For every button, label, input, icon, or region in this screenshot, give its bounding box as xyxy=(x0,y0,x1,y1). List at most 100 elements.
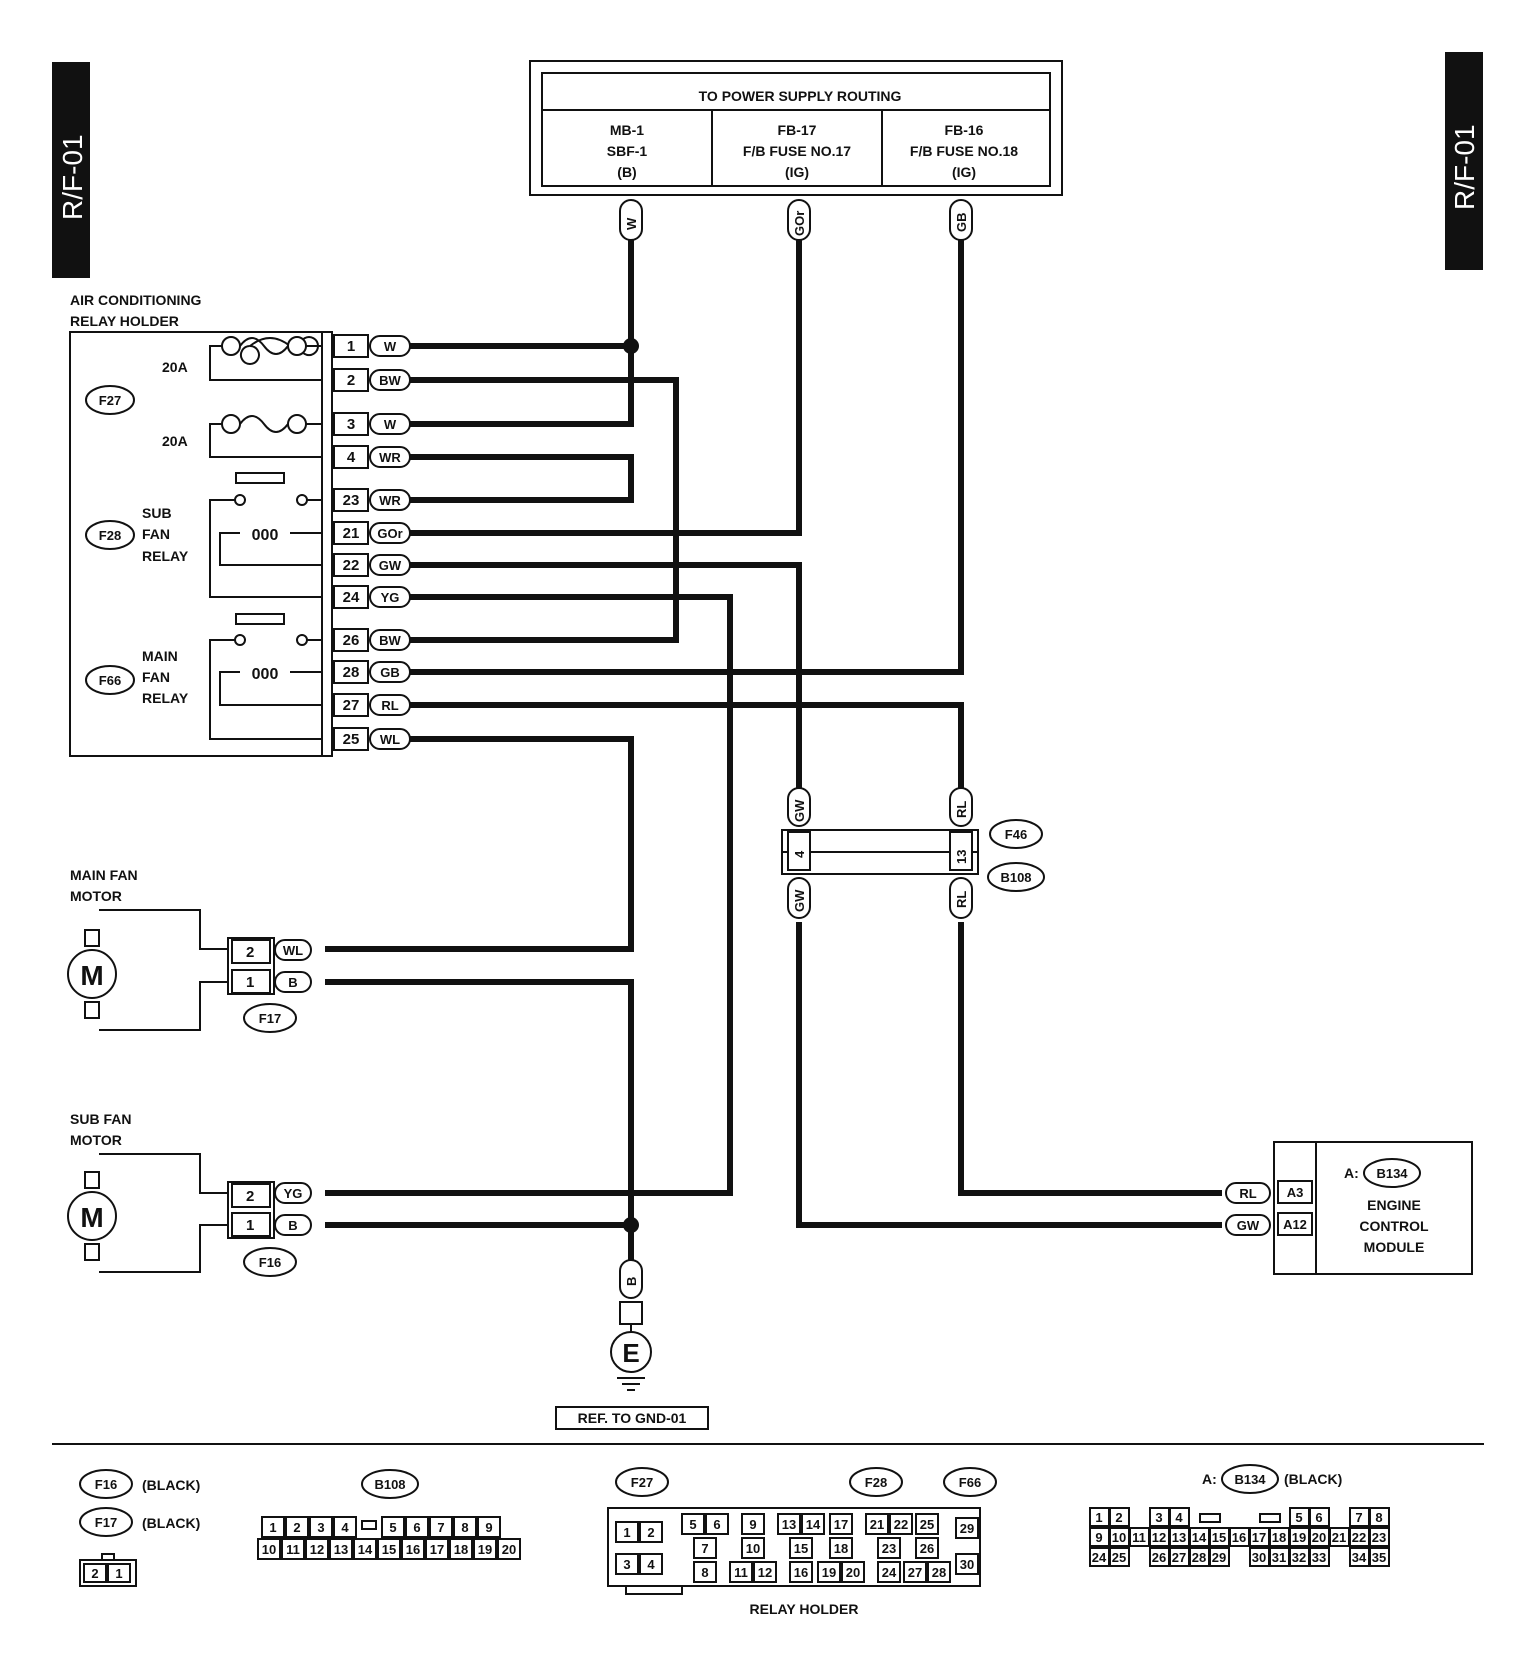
svg-text:13: 13 xyxy=(334,1542,348,1557)
relay-holder-cell: 27 xyxy=(903,1561,927,1583)
svg-text:32: 32 xyxy=(1292,1550,1306,1565)
connector-f17 xyxy=(243,1003,297,1033)
svg-text:1: 1 xyxy=(623,1525,630,1540)
b108-cell: 5 xyxy=(381,1516,405,1538)
relay-holder-cell: 5 xyxy=(681,1513,705,1535)
relay-holder-cell: 25 xyxy=(915,1513,939,1535)
pin-number: 22 xyxy=(343,557,360,574)
b134-cell: 9 xyxy=(1089,1527,1110,1547)
svg-text:B: B xyxy=(624,1277,639,1286)
relay-holder-cell: 13 xyxy=(777,1513,801,1535)
svg-text:5: 5 xyxy=(689,1517,696,1532)
svg-text:12: 12 xyxy=(1152,1530,1166,1545)
svg-text:8: 8 xyxy=(701,1565,708,1580)
svg-text:1: 1 xyxy=(269,1520,276,1535)
page-tag-right: R/F-01 xyxy=(1445,52,1483,270)
svg-text:4: 4 xyxy=(647,1557,655,1572)
relay-holder-cell: 22 xyxy=(889,1513,913,1535)
connector-f28 xyxy=(85,520,135,550)
power-col3-line3: (IG) xyxy=(952,164,976,180)
relay-holder-cell: 24 xyxy=(877,1561,901,1583)
svg-text:24: 24 xyxy=(1092,1550,1107,1565)
svg-text:RL: RL xyxy=(954,801,969,818)
pin-number: 28 xyxy=(343,664,360,681)
b134-cell: 7 xyxy=(1349,1507,1370,1527)
b108-cell: 6 xyxy=(405,1516,429,1538)
svg-text:20: 20 xyxy=(502,1542,516,1557)
b134-cell: 20 xyxy=(1309,1527,1330,1547)
svg-text:RL: RL xyxy=(954,891,969,908)
svg-text:2: 2 xyxy=(246,1188,254,1205)
b108-cell: 1 xyxy=(261,1516,285,1538)
svg-text:ENGINE: ENGINE xyxy=(1367,1197,1421,1213)
svg-text:16: 16 xyxy=(794,1565,808,1580)
ground-reference: REF. TO GND-01 xyxy=(578,1410,687,1426)
svg-text:A3: A3 xyxy=(1287,1185,1304,1200)
svg-text:4: 4 xyxy=(1175,1510,1183,1525)
power-col1-line1: MB-1 xyxy=(610,122,644,138)
svg-text:23: 23 xyxy=(882,1541,896,1556)
wire-color: YG xyxy=(381,590,400,605)
svg-text:A:: A: xyxy=(1202,1471,1217,1487)
svg-text:F66: F66 xyxy=(959,1475,981,1490)
legend-f16-f17: F16 (BLACK) F17 (BLACK) 2 1 xyxy=(79,1469,200,1587)
svg-text:29: 29 xyxy=(1212,1550,1226,1565)
b108-cell: 14 xyxy=(353,1538,377,1560)
svg-text:10: 10 xyxy=(1112,1530,1126,1545)
b108-cell: 8 xyxy=(453,1516,477,1538)
svg-text:RELAY HOLDER: RELAY HOLDER xyxy=(750,1601,859,1617)
svg-text:10: 10 xyxy=(746,1541,760,1556)
relay-holder-title-2: RELAY HOLDER xyxy=(70,313,179,329)
b134-cell: 29 xyxy=(1209,1547,1230,1567)
svg-text:F66: F66 xyxy=(99,673,121,688)
svg-text:6: 6 xyxy=(413,1520,420,1535)
svg-text:000: 000 xyxy=(252,527,279,544)
svg-text:2: 2 xyxy=(246,944,254,961)
svg-text:MOTOR: MOTOR xyxy=(70,1132,122,1148)
pin-number: 26 xyxy=(343,632,360,649)
relay-holder: AIR CONDITIONING RELAY HOLDER 20A 20A F2… xyxy=(69,292,411,757)
fuse-2: 20A xyxy=(162,414,322,458)
b134-cell: 35 xyxy=(1369,1547,1390,1567)
relay-holder-cell: 17 xyxy=(829,1513,853,1535)
svg-text:GW: GW xyxy=(792,799,807,822)
svg-text:GW: GW xyxy=(1237,1218,1260,1233)
b134-cell: 33 xyxy=(1309,1547,1330,1567)
svg-text:1: 1 xyxy=(246,1217,254,1234)
svg-text:11: 11 xyxy=(1132,1530,1146,1545)
wire-color: WL xyxy=(380,732,400,747)
relay-holder-cell: 14 xyxy=(801,1513,825,1535)
svg-text:14: 14 xyxy=(1192,1530,1207,1545)
b134-cell: 4 xyxy=(1169,1507,1190,1527)
b134-cell: 10 xyxy=(1109,1527,1130,1547)
relay-holder-cell: 8 xyxy=(693,1561,717,1583)
svg-text:15: 15 xyxy=(1212,1530,1226,1545)
svg-text:M: M xyxy=(80,1202,103,1233)
relay-holder-cell: 11 xyxy=(729,1561,753,1583)
relay-holder-title-1: AIR CONDITIONING xyxy=(70,292,202,308)
b134-cell: 31 xyxy=(1269,1547,1290,1567)
svg-text:3: 3 xyxy=(1155,1510,1162,1525)
svg-text:14: 14 xyxy=(358,1542,373,1557)
svg-text:13: 13 xyxy=(1172,1530,1186,1545)
b134-cell: 12 xyxy=(1149,1527,1170,1547)
svg-text:34: 34 xyxy=(1352,1550,1367,1565)
svg-text:000: 000 xyxy=(252,666,279,683)
svg-text:1: 1 xyxy=(115,1566,122,1581)
power-col2-line2: F/B FUSE NO.17 xyxy=(743,143,851,159)
wire-color: WR xyxy=(379,450,401,465)
svg-text:9: 9 xyxy=(1095,1530,1102,1545)
svg-text:26: 26 xyxy=(920,1541,934,1556)
svg-text:9: 9 xyxy=(749,1517,756,1532)
svg-text:17: 17 xyxy=(834,1517,848,1532)
svg-text:17: 17 xyxy=(1252,1530,1266,1545)
wire-color: BW xyxy=(379,373,401,388)
svg-text:25: 25 xyxy=(1112,1550,1126,1565)
